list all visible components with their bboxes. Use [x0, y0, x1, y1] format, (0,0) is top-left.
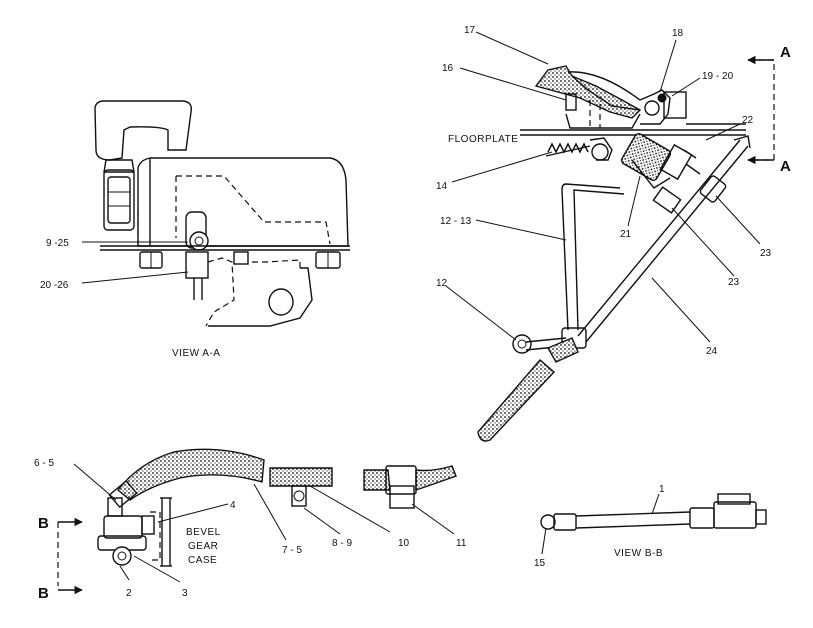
floorplate-label: FLOORPLATE — [448, 134, 518, 145]
callout-4: 4 — [230, 500, 236, 511]
section-b-top: B — [38, 515, 49, 532]
callout-20-26: 20 -26 — [40, 280, 69, 291]
callout-11: 11 — [456, 538, 467, 549]
callout-9-25: 9 -25 — [46, 238, 69, 249]
callout-8-9: 8 - 9 — [332, 538, 352, 549]
section-a-bottom: A — [780, 158, 791, 175]
callout-7-5: 7 - 5 — [282, 545, 302, 556]
view-aa-drawing — [94, 100, 350, 327]
callout-12-13: 12 - 13 — [440, 216, 472, 227]
callout-17: 17 — [464, 25, 476, 36]
bevel-label-3: CASE — [188, 555, 217, 566]
callout-16: 16 — [442, 63, 454, 74]
bevel-label-1: BEVEL — [186, 527, 221, 538]
bevel-label-2: GEAR — [188, 541, 218, 552]
pedal-assembly-drawing — [477, 55, 775, 442]
callout-3: 3 — [182, 588, 188, 599]
callout-24: 24 — [706, 346, 718, 357]
callout-15: 15 — [534, 558, 546, 569]
callout-18: 18 — [672, 28, 684, 39]
callout-19-20: 19 - 20 — [702, 71, 734, 82]
callout-2: 2 — [126, 588, 132, 599]
lower-left-drawing — [57, 448, 457, 595]
callout-21: 21 — [620, 229, 632, 240]
callout-23-lower: 23 — [728, 277, 740, 288]
callout-10: 10 — [398, 538, 410, 549]
section-b-bottom: B — [38, 585, 49, 602]
view-bb-drawing — [540, 493, 767, 531]
callout-12: 12 — [436, 278, 448, 289]
view-bb-caption: VIEW B-B — [614, 548, 663, 559]
section-a-top: A — [780, 44, 791, 61]
callout-14: 14 — [436, 181, 448, 192]
callout-23-upper: 23 — [760, 248, 772, 259]
callout-6-5: 6 - 5 — [34, 458, 54, 469]
callout-22: 22 — [742, 115, 754, 126]
view-aa-caption: VIEW A-A — [172, 348, 220, 359]
callout-1: 1 — [659, 484, 665, 495]
